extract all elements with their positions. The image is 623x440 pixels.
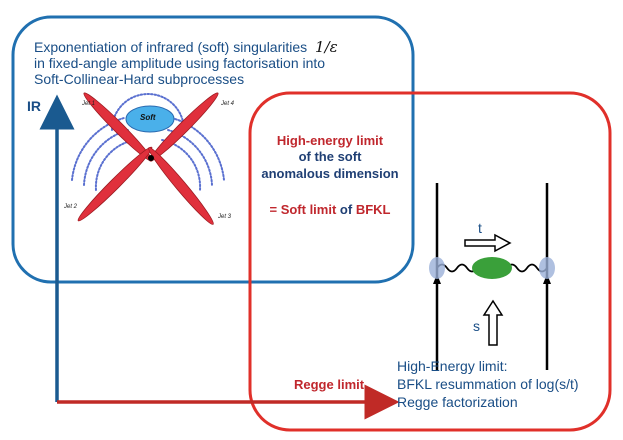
center-line3: anomalous dimension xyxy=(261,166,399,181)
regge-label: Regge limit xyxy=(294,377,365,392)
top-box-line1: Exponentiation of infrared (soft) singul… xyxy=(34,38,338,56)
jet-1-label: Jet 1 xyxy=(82,101,96,107)
bottom-line1: High-Energy limit: xyxy=(397,358,508,374)
of-text: of xyxy=(339,202,353,217)
bfkl-text: BFKL xyxy=(355,202,391,217)
ir-label: IR xyxy=(27,98,41,114)
bottom-line3: Regge factorization xyxy=(397,394,518,410)
jet-3-label: Jet 3 xyxy=(218,214,232,220)
jet-2-label: Jet 2 xyxy=(64,204,78,210)
center-line4: = Soft limit of BFKL xyxy=(0,202,623,218)
high-energy-box xyxy=(248,91,612,432)
jets xyxy=(77,92,219,225)
top-box-line2: in fixed-angle amplitude using factorisa… xyxy=(34,55,326,71)
right-impact-blob xyxy=(539,257,555,279)
t-arrow xyxy=(464,233,512,253)
hard-vertex xyxy=(148,155,154,161)
bfkl-diagram xyxy=(429,183,555,370)
bottom-line2: BFKL resummation of log(s/t) xyxy=(397,376,579,392)
jet-4-shape xyxy=(149,92,219,162)
bfkl-blob xyxy=(472,257,512,279)
epsilon-math: 1/ε xyxy=(315,38,338,56)
center-line1: High-energy limit xyxy=(276,133,384,148)
soft-label: Soft xyxy=(140,113,156,122)
jet-4-label: Jet 4 xyxy=(221,101,235,107)
s-label: s xyxy=(473,318,480,334)
soft-blob xyxy=(125,105,175,133)
top-box-line1-text: Exponentiation of infrared (soft) singul… xyxy=(34,39,308,55)
center-line2: of the soft xyxy=(298,149,362,164)
jet-2-shape xyxy=(77,146,153,222)
soft-collinear-box xyxy=(11,15,415,284)
s-arrow xyxy=(482,299,504,346)
t-label: t xyxy=(478,220,482,236)
soft-limit-text: = Soft limit xyxy=(269,202,337,217)
jet-3-shape xyxy=(148,147,214,225)
top-box-line3: Soft-Collinear-Hard subprocesses xyxy=(34,71,245,87)
left-impact-blob xyxy=(429,257,445,279)
